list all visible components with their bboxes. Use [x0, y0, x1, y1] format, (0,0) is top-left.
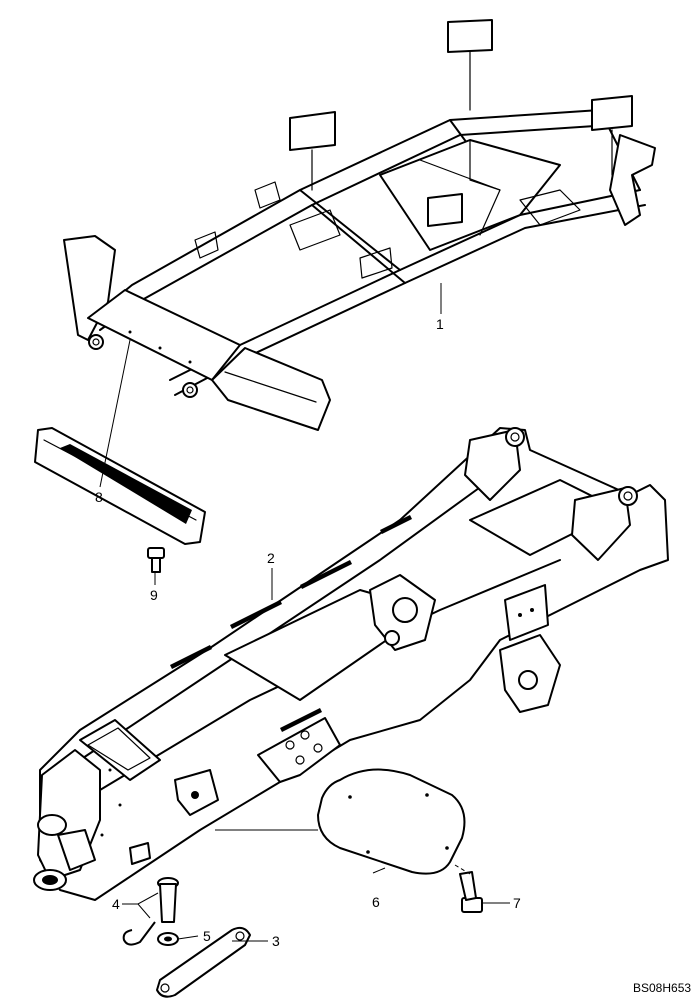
leader-lines: [99, 283, 510, 942]
cover-bolt-part: [459, 871, 483, 913]
rear-frame-part: [63, 19, 656, 431]
callout-1: 1: [436, 316, 444, 332]
link-bar-part: [156, 926, 251, 998]
cover-plate-part: [317, 768, 466, 875]
callout-8: 8: [95, 489, 103, 505]
callout-2: 2: [267, 550, 275, 566]
grille-bolt-part: [147, 547, 165, 573]
washer-part: [157, 932, 179, 946]
pin-part: [122, 877, 179, 946]
callout-labels: 1 2 3 4 5 6 7 8 9: [95, 316, 521, 949]
drawing-code: BS08H653: [633, 981, 691, 995]
callout-6: 6: [372, 894, 380, 910]
callout-9: 9: [150, 587, 158, 603]
grille-part: [34, 427, 206, 545]
front-frame-part: [33, 427, 669, 901]
callout-5: 5: [203, 928, 211, 944]
callout-3: 3: [272, 933, 280, 949]
callout-7: 7: [513, 895, 521, 911]
callout-4: 4: [112, 896, 120, 912]
